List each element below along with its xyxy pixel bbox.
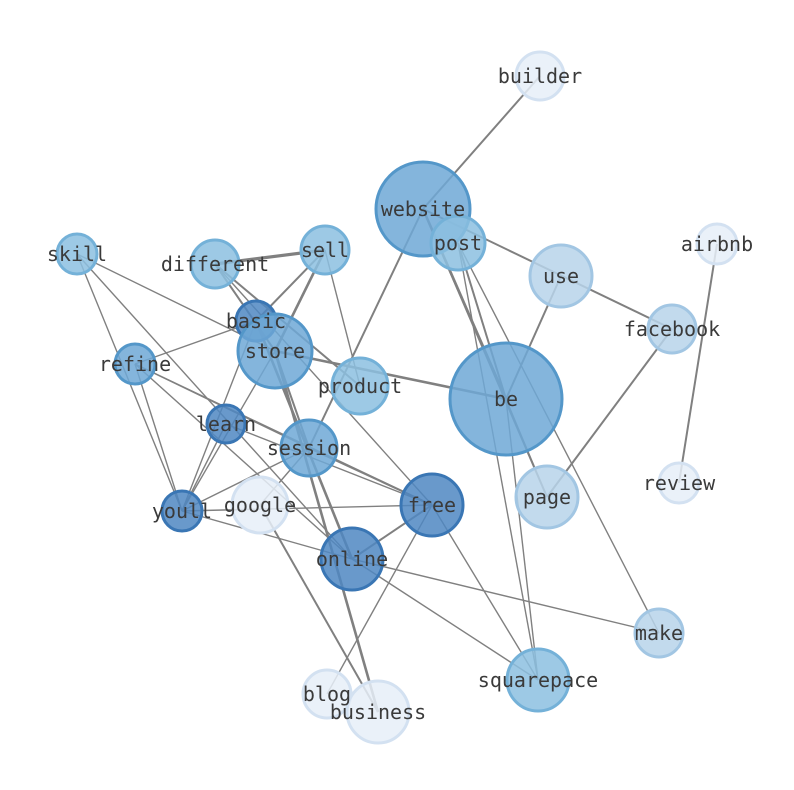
- node-post[interactable]: [429, 214, 487, 272]
- node-label-store: store: [245, 339, 305, 363]
- node-different[interactable]: [189, 238, 241, 290]
- node-label-post: post: [434, 231, 482, 255]
- edge-youll-free: [181, 504, 433, 512]
- node-use[interactable]: [528, 243, 594, 309]
- edge-online-squarepace: [351, 558, 539, 681]
- edge-airbnb-review: [678, 243, 718, 484]
- node-label-blog: blog: [303, 682, 351, 706]
- node-business[interactable]: [345, 679, 411, 745]
- node-airbnb[interactable]: [695, 222, 739, 266]
- node-product[interactable]: [330, 356, 390, 416]
- node-google[interactable]: [230, 475, 290, 535]
- node-label-be: be: [494, 387, 518, 411]
- edge-online-make: [351, 558, 660, 634]
- node-label-builder: builder: [498, 64, 582, 88]
- node-make[interactable]: [633, 607, 685, 659]
- node-youll[interactable]: [160, 489, 204, 533]
- node-label-free: free: [408, 493, 456, 517]
- node-label-facebook: facebook: [624, 317, 720, 341]
- edge-google-business: [259, 504, 379, 713]
- edge-post-make: [457, 242, 660, 634]
- node-squarepace[interactable]: [505, 647, 571, 713]
- node-page[interactable]: [514, 464, 580, 530]
- node-free[interactable]: [399, 472, 465, 538]
- node-session[interactable]: [279, 418, 339, 478]
- node-sell[interactable]: [299, 224, 351, 276]
- edge-facebook-page: [546, 328, 673, 498]
- node-facebook[interactable]: [646, 303, 698, 355]
- node-label-business: business: [330, 700, 426, 724]
- node-layer: [55, 50, 739, 745]
- node-label-session: session: [267, 436, 351, 460]
- node-label-online: online: [316, 547, 388, 571]
- edge-free-squarepace: [431, 504, 539, 681]
- node-label-different: different: [161, 252, 269, 276]
- node-skill[interactable]: [55, 232, 99, 276]
- node-label-refine: refine: [99, 352, 171, 376]
- node-label-sell: sell: [301, 238, 349, 262]
- edge-free-blog: [326, 504, 433, 695]
- label-layer: builder website post airbnb skill different se…: [47, 64, 753, 724]
- node-label-basic: basic: [226, 309, 286, 333]
- node-online[interactable]: [319, 526, 385, 592]
- edge-post-squarepace: [457, 242, 539, 681]
- node-builder[interactable]: [514, 50, 566, 102]
- node-label-use: use: [543, 264, 579, 288]
- node-label-learn: learn: [196, 412, 256, 436]
- node-label-review: review: [643, 471, 716, 495]
- node-label-squarepace: squarepace: [478, 668, 598, 692]
- edge-skill-online: [76, 253, 353, 560]
- node-label-product: product: [318, 374, 402, 398]
- edge-refine-online: [134, 363, 353, 560]
- node-label-google: google: [224, 493, 296, 517]
- node-label-skill: skill: [47, 242, 107, 266]
- node-label-airbnb: airbnb: [681, 232, 753, 256]
- edge-refine-youll: [134, 363, 183, 512]
- node-store[interactable]: [236, 312, 314, 390]
- node-label-website: website: [381, 197, 465, 221]
- node-label-youll: youll: [152, 499, 212, 523]
- node-refine[interactable]: [113, 342, 157, 386]
- node-learn[interactable]: [205, 403, 247, 445]
- node-label-make: make: [635, 621, 683, 645]
- node-review[interactable]: [657, 461, 701, 505]
- node-label-page: page: [523, 485, 571, 509]
- node-be[interactable]: [448, 341, 564, 457]
